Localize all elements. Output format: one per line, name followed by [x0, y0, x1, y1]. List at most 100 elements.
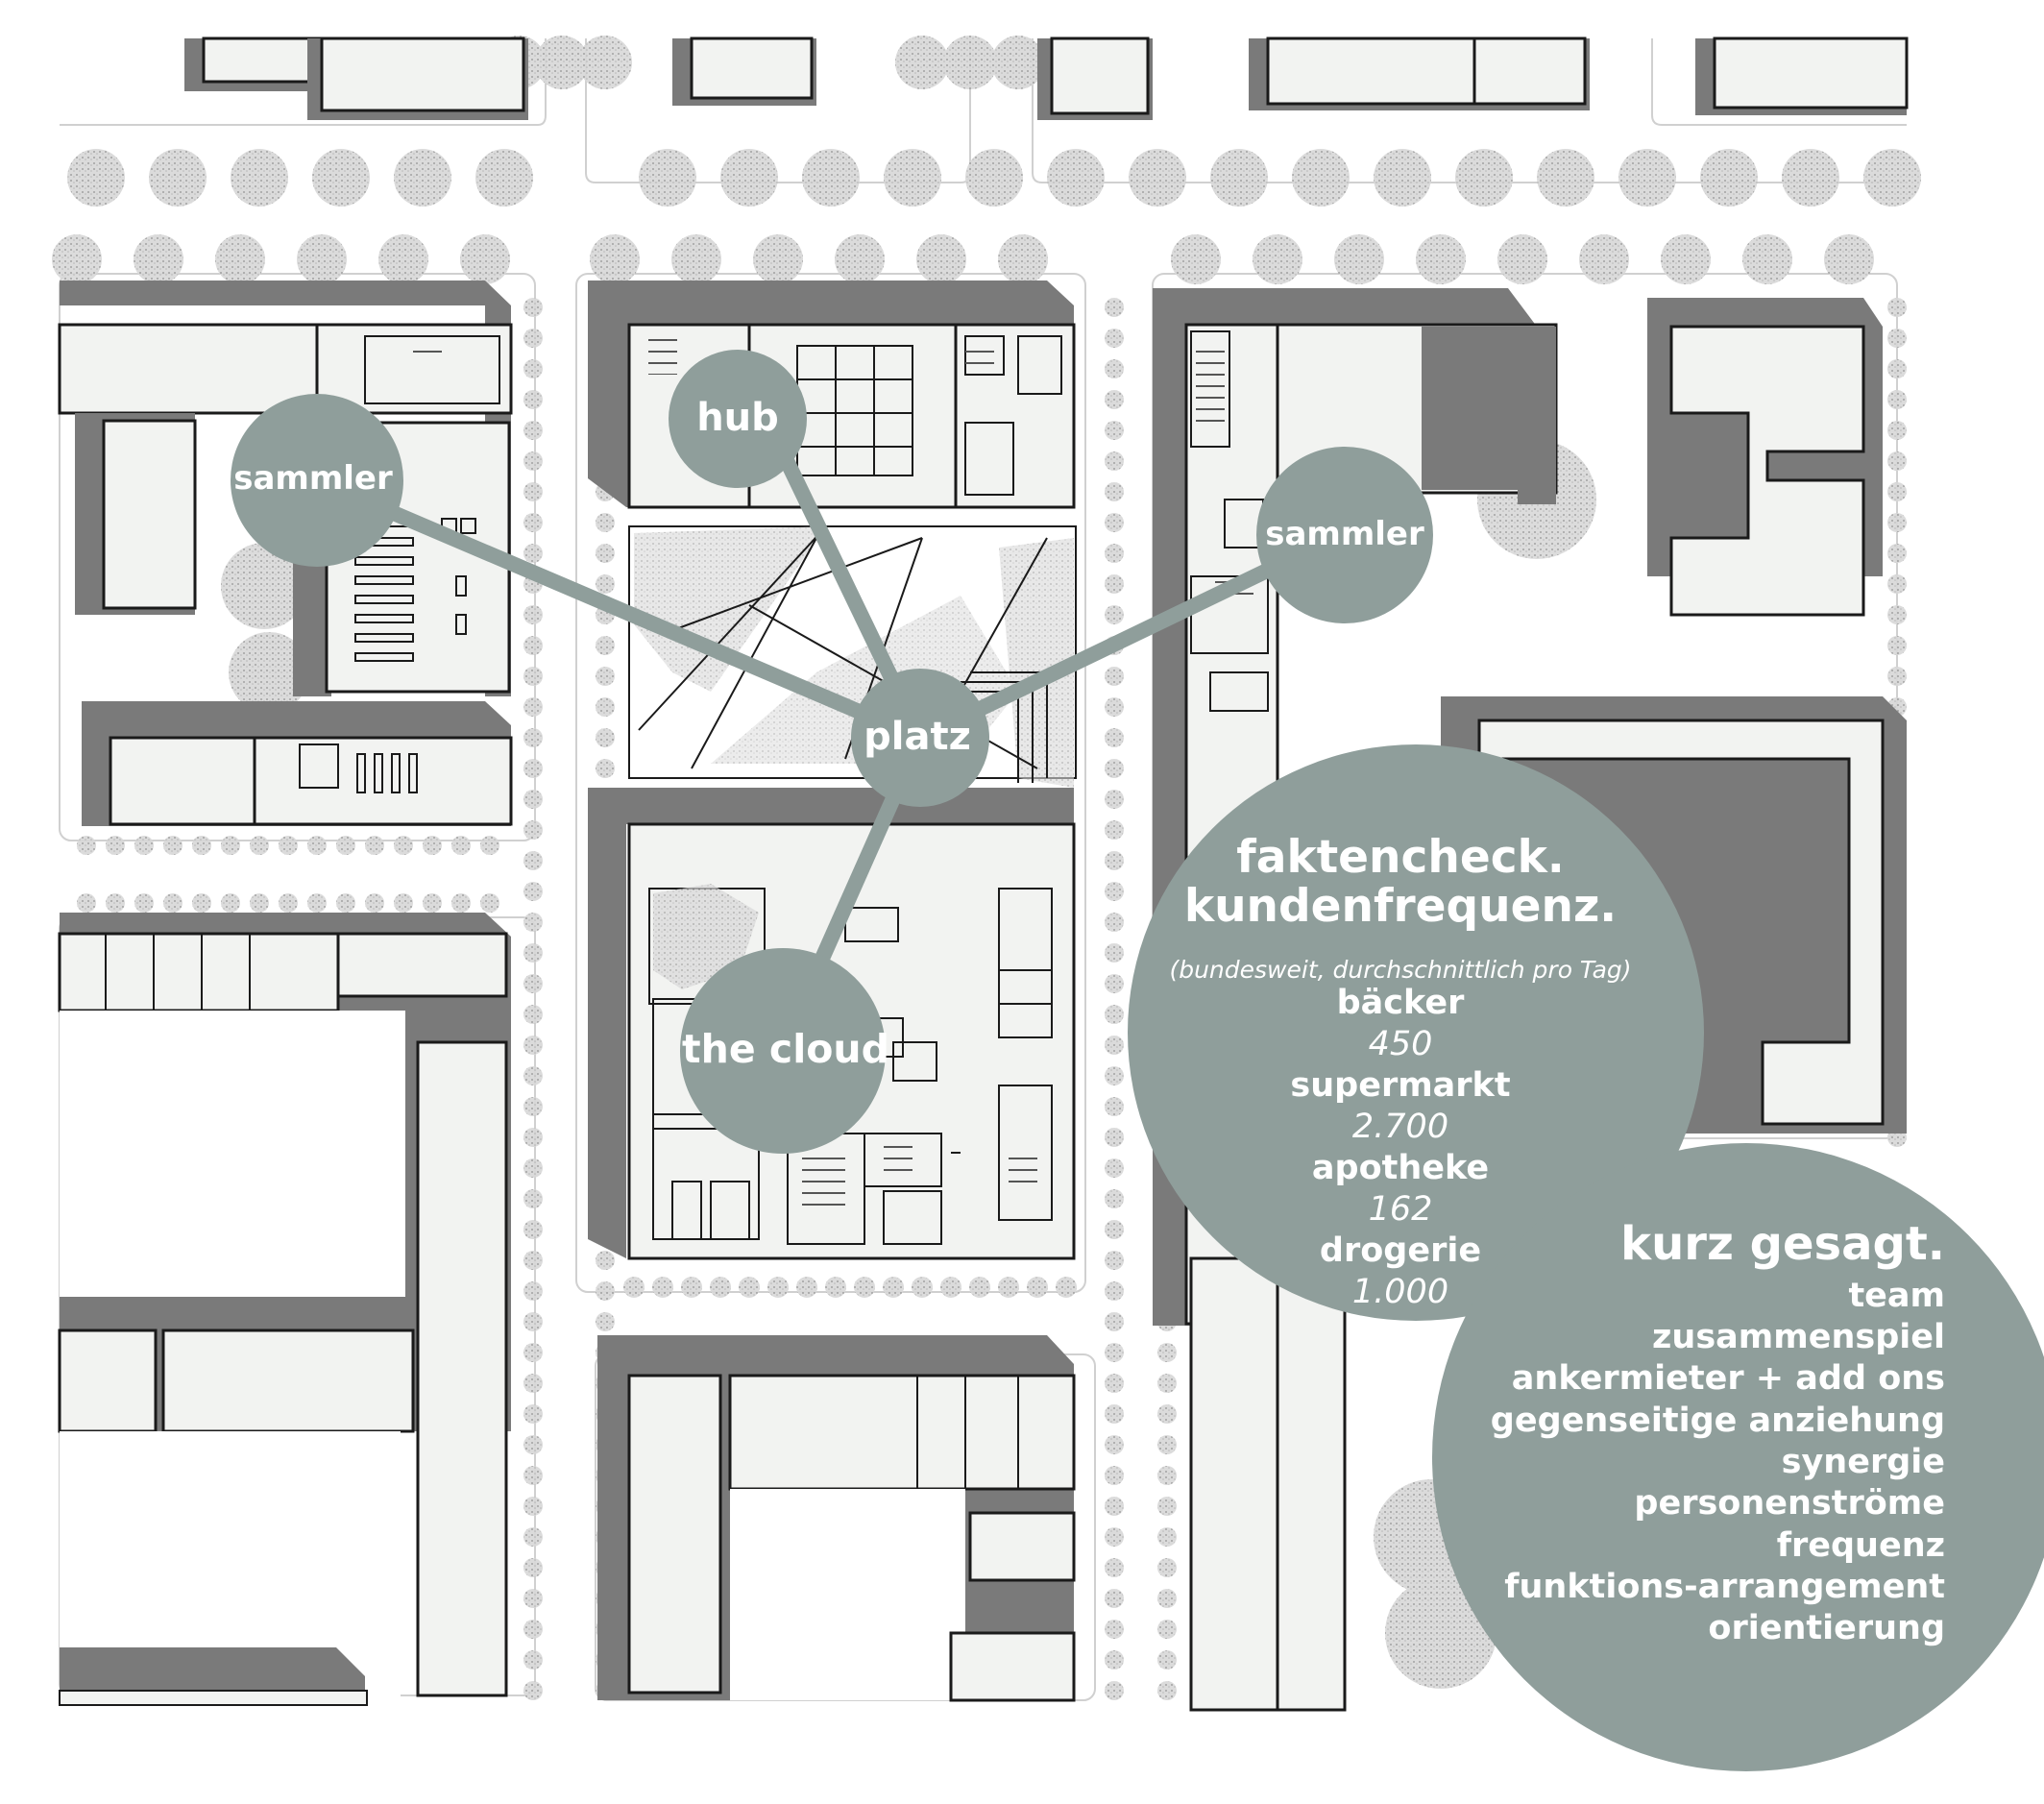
tree	[523, 298, 543, 317]
tree	[106, 836, 125, 855]
tree	[394, 836, 413, 855]
tree	[192, 893, 211, 913]
tree	[596, 1312, 615, 1331]
tree	[1537, 149, 1594, 207]
tree	[523, 1189, 543, 1208]
label-the-cloud: the cloud	[682, 1026, 889, 1072]
tree	[523, 421, 543, 440]
tree	[221, 893, 240, 913]
tree	[1157, 1435, 1177, 1454]
tree	[250, 893, 269, 913]
tree	[1105, 1281, 1124, 1301]
tree	[523, 1620, 543, 1639]
tree	[250, 836, 269, 855]
tree	[1157, 1527, 1177, 1547]
tree	[1105, 329, 1124, 348]
label-sammler-left: sammler	[233, 459, 393, 498]
tree	[535, 36, 589, 89]
connector-sammler-left-platz	[313, 473, 924, 745]
tree	[1157, 1681, 1177, 1700]
tree	[475, 149, 533, 207]
facts-title-line1: faktencheck.	[1236, 831, 1565, 884]
tree	[77, 893, 96, 913]
tree	[523, 943, 543, 963]
tree	[1105, 1036, 1124, 1055]
tree	[916, 234, 966, 284]
tree	[365, 893, 384, 913]
tree	[1105, 943, 1124, 963]
tree	[523, 1681, 543, 1700]
facts-label-apotheke: apotheke	[1311, 1149, 1490, 1187]
tree	[1105, 390, 1124, 409]
tree	[1782, 149, 1839, 207]
hub-building	[588, 280, 1076, 509]
tree	[1105, 1527, 1124, 1547]
node-sammler-right	[1256, 447, 1433, 623]
tree	[1887, 421, 1907, 440]
tree	[1157, 1620, 1177, 1639]
tree	[1105, 913, 1124, 932]
facts-title-line2: kundenfrequenz.	[1183, 879, 1618, 933]
tree	[596, 1281, 615, 1301]
tree	[1105, 359, 1124, 378]
tree	[134, 234, 183, 284]
tree	[991, 36, 1045, 89]
tree	[720, 149, 778, 207]
node-sammler-left	[231, 394, 403, 567]
tree	[1105, 421, 1124, 440]
tree	[1105, 759, 1124, 778]
tree	[1105, 1189, 1124, 1208]
tree	[1105, 1435, 1124, 1454]
tree	[1157, 1650, 1177, 1670]
top-buildings	[184, 37, 1909, 120]
tree	[998, 234, 1048, 284]
tree	[1105, 1066, 1124, 1085]
facts-circle	[1128, 744, 1704, 1321]
tree	[1887, 513, 1907, 532]
tree	[739, 1277, 760, 1298]
tree	[1105, 544, 1124, 563]
tree	[1105, 482, 1124, 501]
tree	[652, 1277, 673, 1298]
facts-label-drogerie: drogerie	[1319, 1231, 1482, 1270]
tree	[753, 234, 803, 284]
summary-item-frequenz: frequenz	[1776, 1525, 1945, 1565]
tree	[1105, 451, 1124, 471]
tree	[451, 893, 471, 913]
tree	[1887, 298, 1907, 317]
tree	[297, 234, 347, 284]
tree	[523, 482, 543, 501]
summary-item-orientierung: orientierung	[1708, 1609, 1945, 1648]
tree	[1157, 1374, 1177, 1393]
tree	[523, 1128, 543, 1147]
tree	[578, 36, 632, 89]
tree	[523, 1589, 543, 1608]
tree	[460, 234, 510, 284]
summary-item-anziehung: gegenseitige anziehung	[1490, 1401, 1945, 1440]
tree	[596, 574, 615, 594]
tree	[307, 893, 327, 913]
tree	[149, 149, 207, 207]
tree	[1105, 851, 1124, 870]
tree	[523, 851, 543, 870]
summary-item-zusammenspiel: zusammenspiel	[1652, 1318, 1945, 1357]
tree	[681, 1277, 702, 1298]
tree	[312, 149, 370, 207]
tree	[336, 893, 355, 913]
facts-label-baecker: bäcker	[1336, 984, 1465, 1022]
tree	[1157, 1404, 1177, 1424]
tree	[1157, 1497, 1177, 1516]
tree	[523, 636, 543, 655]
tree	[1210, 149, 1268, 207]
tree	[596, 759, 615, 778]
tree	[1105, 1374, 1124, 1393]
tree	[1105, 1497, 1124, 1516]
tree	[106, 893, 125, 913]
tree	[523, 1066, 543, 1085]
tree	[1105, 1558, 1124, 1577]
facts-panel: faktencheck. kundenfrequenz. (bundesweit…	[1139, 831, 1662, 1313]
tree	[231, 149, 288, 207]
tree	[279, 893, 298, 913]
label-platz: platz	[864, 715, 971, 759]
